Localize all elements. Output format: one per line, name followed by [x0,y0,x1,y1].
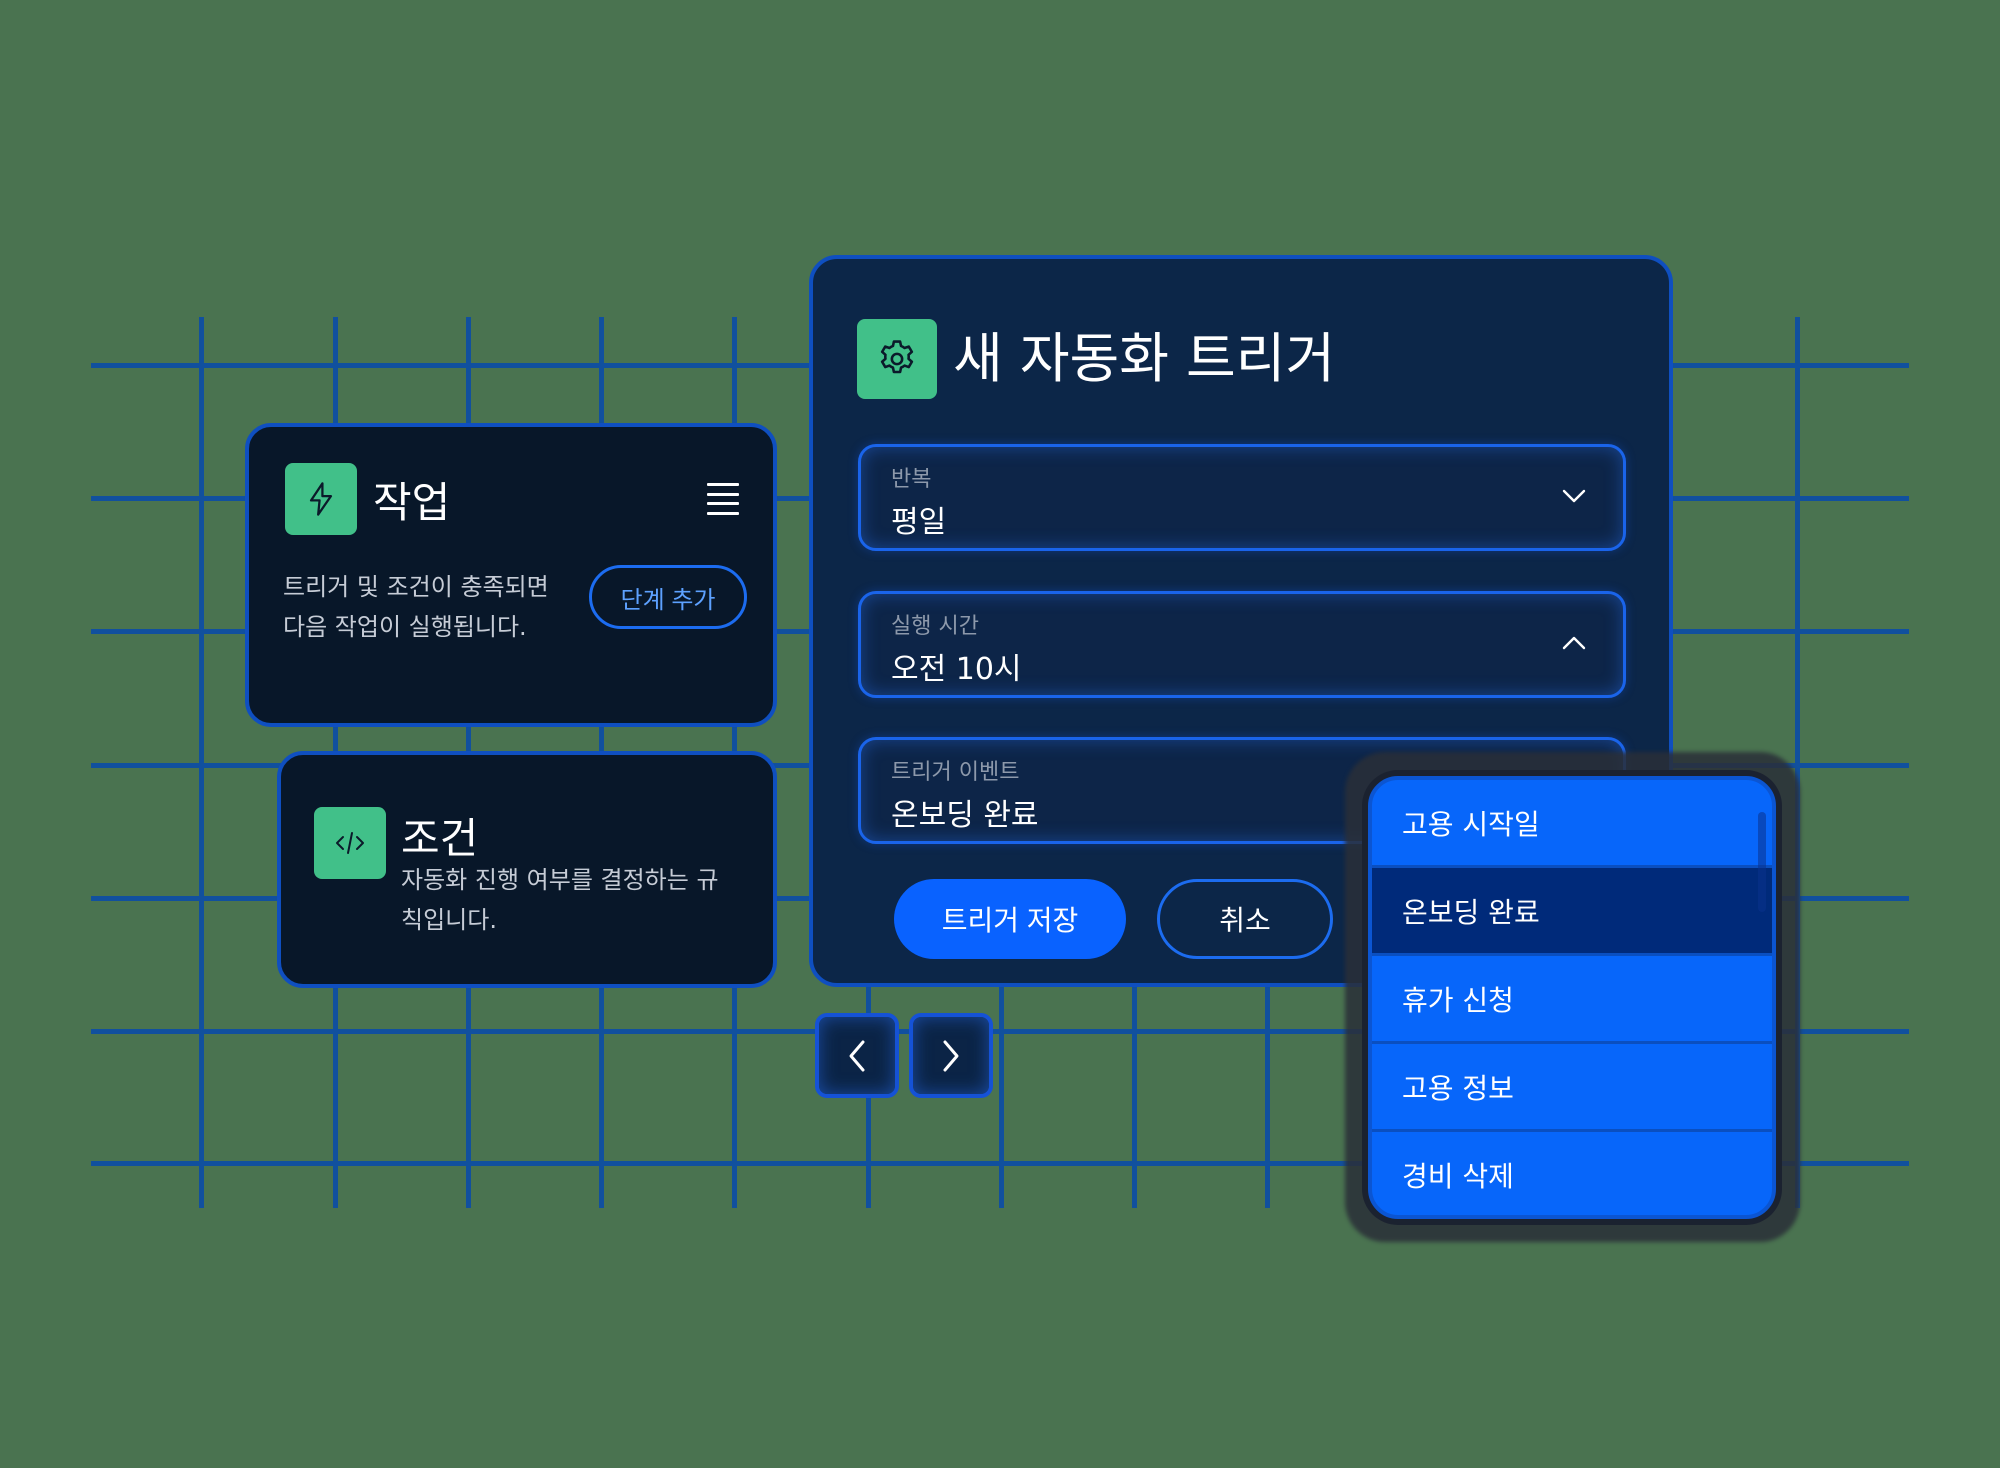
repeat-value: 평일 [891,505,947,540]
hamburger-menu-icon[interactable] [707,483,739,515]
grid-line [1795,317,1800,1208]
trigger-event-dropdown[interactable]: 고용 시작일 온보딩 완료 휴가 신청 고용 정보 경비 삭제 [1368,776,1776,1219]
chevron-down-icon[interactable] [1559,481,1589,511]
task-card-title: 작업 [373,478,451,527]
next-button[interactable] [909,1013,993,1098]
run-time-value: 오전 10시 [891,652,1022,687]
condition-card-title: 조건 [401,814,479,863]
trigger-event-value: 온보딩 완료 [891,798,1039,833]
panel-title: 새 자동화 트리거 [953,327,1336,390]
dropdown-scrollbar[interactable] [1758,812,1766,912]
dropdown-option[interactable]: 고용 시작일 [1372,780,1772,868]
code-icon [314,807,386,879]
grid-line [199,317,204,1208]
dropdown-option[interactable]: 경비 삭제 [1372,1132,1772,1215]
cancel-button[interactable]: 취소 [1157,879,1333,959]
chevron-right-icon [943,1040,959,1071]
task-card-description: 트리거 및 조건이 충족되면 다음 작업이 실행됩니다. [283,573,549,641]
condition-card: 조건 자동화 진행 여부를 결정하는 규칙입니다. [277,751,777,988]
lightning-icon [285,463,357,535]
chevron-up-icon[interactable] [1559,628,1589,658]
previous-button[interactable] [815,1013,899,1098]
dropdown-option[interactable]: 휴가 신청 [1372,956,1772,1044]
task-card: 작업 트리거 및 조건이 충족되면 다음 작업이 실행됩니다. 단계 추가 [245,423,777,727]
run-time-label: 실행 시간 [891,614,979,639]
gear-icon [857,319,937,399]
add-step-button[interactable]: 단계 추가 [589,565,747,629]
save-trigger-button[interactable]: 트리거 저장 [894,879,1126,959]
run-time-select[interactable]: 실행 시간 오전 10시 [858,591,1626,698]
dropdown-option[interactable]: 고용 정보 [1372,1044,1772,1132]
chevron-left-icon [849,1040,865,1071]
condition-card-description: 자동화 진행 여부를 결정하는 규칙입니다. [401,866,719,934]
repeat-select[interactable]: 반복 평일 [858,444,1626,551]
repeat-label: 반복 [891,467,932,492]
dropdown-option-selected[interactable]: 온보딩 완료 [1372,868,1772,956]
trigger-event-label: 트리거 이벤트 [891,760,1020,785]
